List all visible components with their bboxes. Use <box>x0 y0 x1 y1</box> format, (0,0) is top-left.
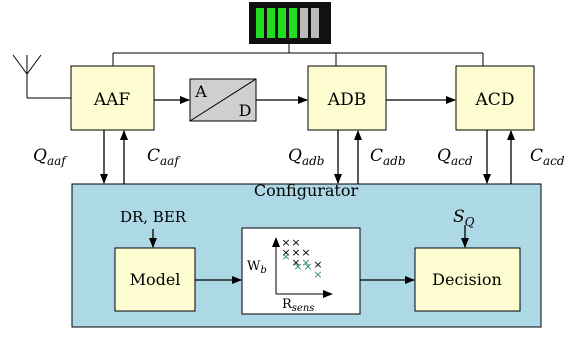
adb-block <box>307 65 387 131</box>
plot-marker: × <box>313 258 322 271</box>
plot-y-label: Wb <box>247 259 267 276</box>
battery-bar <box>300 8 308 38</box>
q-aaf-label: Qaaf <box>33 146 68 168</box>
c-aaf-label: Caaf <box>147 146 181 168</box>
plot-marker: × <box>303 260 312 273</box>
configurator-inputs-label: DR, BER <box>120 208 187 226</box>
control-arrows <box>100 130 515 184</box>
c-acd-label: Cacd <box>530 146 565 168</box>
configurator-title: Configurator <box>254 181 359 200</box>
plot-marker: × <box>313 268 322 281</box>
plot-marker: × <box>301 246 310 259</box>
plot-marker: × <box>291 246 300 259</box>
c-adb-label: Cadb <box>370 146 406 168</box>
plot-marker: × <box>291 236 300 249</box>
battery-bar <box>289 8 297 38</box>
aaf-label: AAF <box>93 90 131 110</box>
acd-label: ACD <box>475 90 515 110</box>
decision-block <box>414 247 521 312</box>
plot-marker: × <box>291 256 300 269</box>
battery-bar <box>311 8 319 38</box>
q-adb-label: Qadb <box>288 146 324 168</box>
power-rail <box>112 44 484 66</box>
aaf-block <box>70 65 155 131</box>
adc-label-a: A <box>194 82 207 101</box>
adb-label: ADB <box>327 90 366 110</box>
tradeoff-plot: ×××××××××××× Wb Rsens <box>241 227 361 315</box>
model-label: Model <box>130 270 181 289</box>
adc-label-d: D <box>239 101 252 120</box>
q-acd-label: Qacd <box>437 146 473 168</box>
battery-bar <box>267 8 275 38</box>
sq-label: SQ <box>453 207 475 229</box>
plot-marker: × <box>301 256 310 269</box>
model-block <box>114 247 196 312</box>
decision-label: Decision <box>432 270 502 289</box>
plot-marker: × <box>281 236 290 249</box>
battery-icon <box>249 2 331 44</box>
plot-x-label: Rsens <box>282 297 314 314</box>
acd-block <box>455 65 535 131</box>
plot-marker: × <box>281 250 290 263</box>
plot-marker: × <box>281 246 290 259</box>
battery-bar <box>256 8 264 38</box>
antenna-icon <box>12 54 71 99</box>
battery-bar <box>278 8 286 38</box>
plot-marker: × <box>293 260 302 273</box>
